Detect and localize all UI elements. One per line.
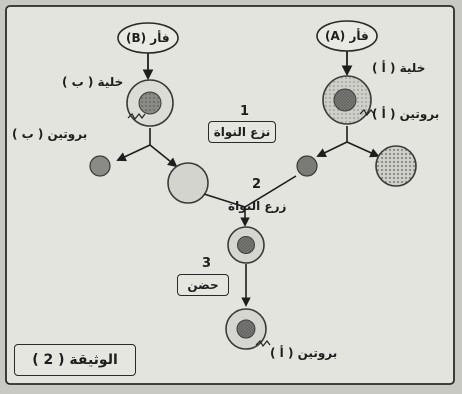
nucleus-a — [296, 155, 318, 177]
protein-b-label: بروتين ( ب ) — [12, 127, 88, 141]
step-2-label: زرع النواة — [228, 199, 287, 213]
mouse-b-label: فأر (B) — [126, 31, 170, 45]
merge-right — [244, 175, 297, 208]
step-2-number: 2 — [252, 177, 262, 192]
step-3-box: حضن — [177, 274, 229, 296]
step-1-box: نزع النواة — [208, 121, 276, 143]
enucleated-cell-b — [167, 162, 209, 204]
final-protein-label: بروتين ( أ ) — [270, 346, 338, 360]
step-1-number: 1 — [240, 104, 250, 119]
nucleus-b — [89, 155, 111, 177]
mouse-a-label: فأر (A) — [325, 29, 369, 43]
document-label: الوثيقة ( 2 ) — [14, 344, 136, 376]
protein-a-marker — [359, 109, 375, 117]
protein-a-label: بروتين ( أ ) — [372, 107, 440, 121]
arrow-a-to-cytoplasm — [346, 141, 380, 158]
cell-b-label: خلية ( ب ) — [62, 75, 124, 89]
arrow-a-to-nucleus — [316, 141, 348, 157]
merge-left — [203, 193, 246, 208]
step-3-number: 3 — [202, 256, 212, 271]
final-protein-marker — [255, 340, 271, 348]
arrow-b-to-nucleus — [116, 144, 151, 162]
cell-a-label: خلية ( أ ) — [372, 61, 426, 75]
protein-b-marker — [127, 113, 146, 121]
arrow-b-to-cytoplasm — [149, 144, 178, 168]
